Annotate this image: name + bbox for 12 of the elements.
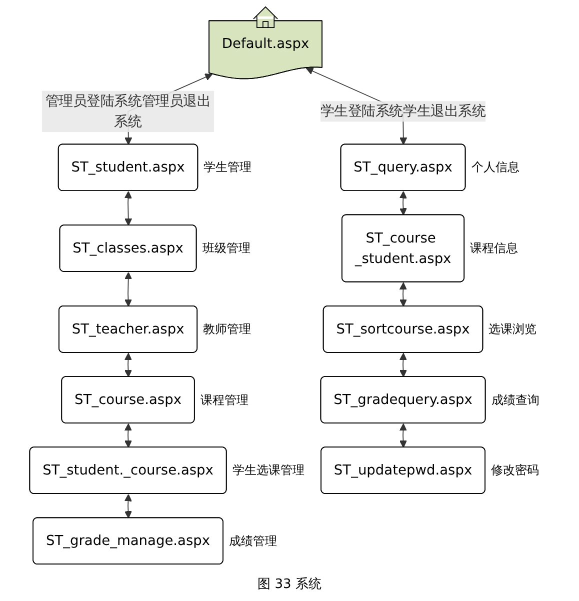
arrow [399, 282, 407, 307]
edge-label: 学生登陆系统学生退出系统 [320, 102, 486, 120]
arrow [124, 352, 132, 378]
arrow [124, 494, 132, 518]
figure-caption: 图 33 系统 [258, 576, 322, 594]
edge-label: 管理员登陆系统管理员退出系统 [45, 92, 211, 130]
arrow [399, 352, 407, 378]
arrow [124, 423, 132, 448]
arrow [399, 191, 407, 216]
arrow [399, 423, 407, 448]
arrow [124, 272, 132, 307]
arrow [124, 191, 132, 226]
